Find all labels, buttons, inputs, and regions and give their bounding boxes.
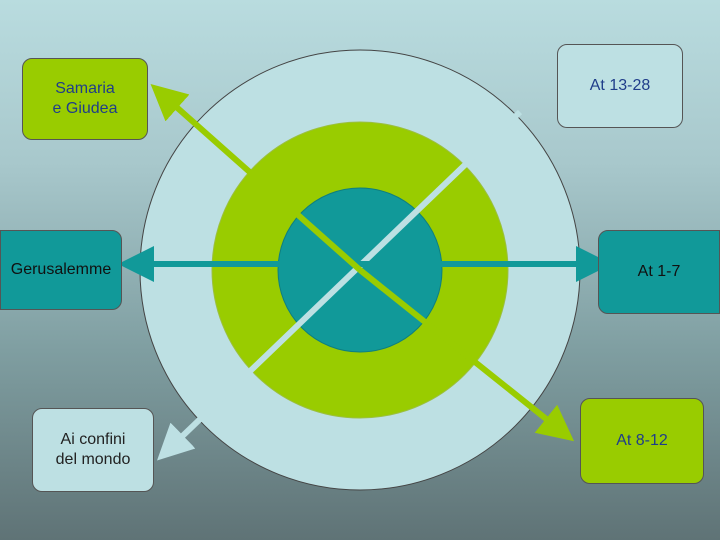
arrow-at8-12 <box>358 267 575 442</box>
arrow-samaria <box>150 84 362 273</box>
box-samaria-e-giudea: Samaria e Giudea <box>22 58 148 140</box>
arrow-ai-confini <box>157 109 523 461</box>
box-at-8-12: At 8-12 <box>580 398 704 484</box>
box-gerusalemme: Gerusalemme <box>0 230 122 310</box>
box-ai-confini-del-mondo: Ai confini del mondo <box>32 408 154 492</box>
box-at-13-28: At 13-28 <box>557 44 683 128</box>
box-at-1-7: At 1-7 <box>598 230 720 314</box>
